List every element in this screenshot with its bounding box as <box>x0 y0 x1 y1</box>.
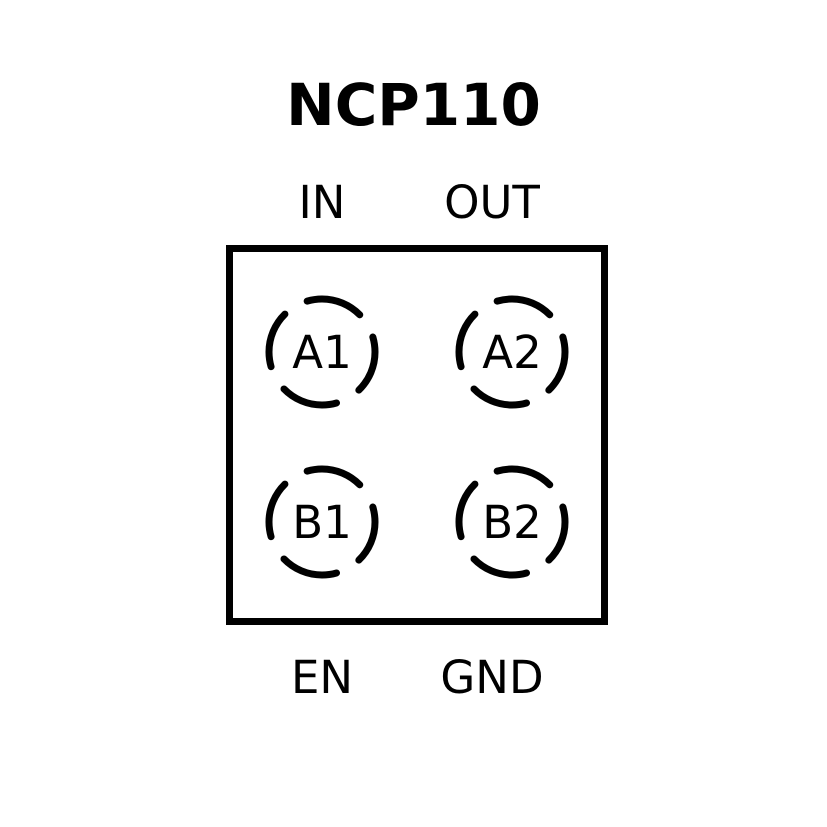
pin-designator-b1: B1 <box>292 496 352 549</box>
pin-circle-a2-ring <box>455 295 569 409</box>
pin-signal-label-en: EN <box>290 651 354 704</box>
pin-circle-a1[interactable] <box>265 295 379 409</box>
pin-signal-label-in: IN <box>298 176 346 229</box>
pin-designator-a2: A2 <box>482 326 542 379</box>
pin-circle-b2[interactable] <box>455 465 569 579</box>
page-title: NCP110 <box>286 71 541 139</box>
pin-signal-label-gnd: GND <box>440 651 544 704</box>
pin-circle-b2-ring <box>455 465 569 579</box>
pin-signal-label-out: OUT <box>444 176 540 229</box>
pin-circle-a1-ring <box>265 295 379 409</box>
pin-circle-b1-ring <box>265 465 379 579</box>
pin-designator-b2: B2 <box>482 496 542 549</box>
pin-designator-a1: A1 <box>292 326 352 379</box>
package-outline <box>226 245 608 625</box>
pin-circle-b1[interactable] <box>265 465 379 579</box>
pin-circle-a2[interactable] <box>455 295 569 409</box>
